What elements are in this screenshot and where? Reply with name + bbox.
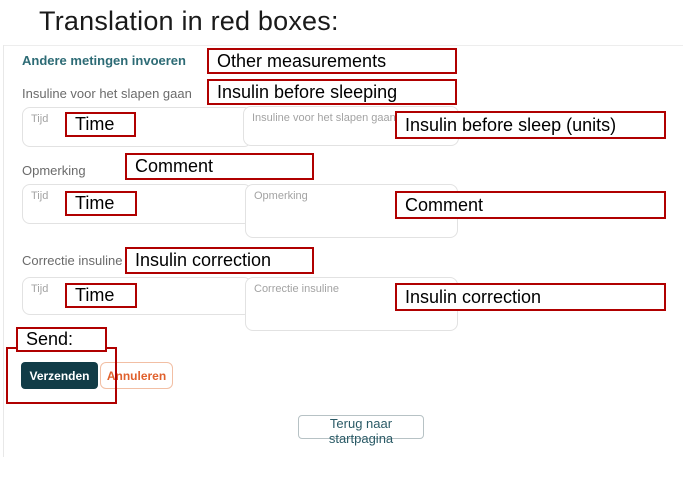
time-input-correction[interactable]: Tijd <box>22 277 252 315</box>
label-comment: Opmerking <box>22 163 86 178</box>
translation-box-insulin-correction-field: Insulin correction <box>395 283 666 311</box>
time-input-sleep-placeholder: Tijd <box>31 113 49 125</box>
cancel-button[interactable]: Annuleren <box>100 362 173 389</box>
translation-box-insulin-correction-label: Insulin correction <box>125 247 314 274</box>
insulin-correction-textarea-placeholder: Correctie insuline <box>254 283 339 295</box>
back-to-startpage-button[interactable]: Terug naar startpagina <box>298 415 424 446</box>
translation-box-time-2: Time <box>65 191 137 216</box>
form-heading: Andere metingen invoeren <box>22 53 186 68</box>
time-input-correction-placeholder: Tijd <box>31 283 49 295</box>
form-panel-left-border <box>3 45 4 457</box>
translation-box-comment-label: Comment <box>125 153 314 180</box>
annotation-rect-send-button <box>6 347 117 404</box>
comment-textarea-placeholder: Opmerking <box>254 190 308 202</box>
time-input-comment[interactable]: Tijd <box>22 184 252 224</box>
time-input-comment-placeholder: Tijd <box>31 190 49 202</box>
translation-box-time-1: Time <box>65 112 136 137</box>
translation-box-insulin-before-sleep-units: Insulin before sleep (units) <box>395 111 666 139</box>
translation-box-time-3: Time <box>65 283 137 308</box>
label-insulin-before-sleep: Insuline voor het slapen gaan <box>22 86 192 101</box>
form-panel-top-border <box>3 45 683 46</box>
label-insulin-correction: Correctie insuline <box>22 253 123 268</box>
slide-title: Translation in red boxes: <box>39 6 339 36</box>
translation-box-insulin-before-sleeping: Insulin before sleeping <box>207 79 457 105</box>
translation-box-send: Send: <box>16 327 107 352</box>
insulin-correction-textarea[interactable]: Correctie insuline <box>245 277 458 331</box>
insulin-before-sleep-input-placeholder: Insuline voor het slapen gaan (eh) <box>252 112 419 124</box>
time-input-sleep[interactable]: Tijd <box>22 107 252 147</box>
translation-box-comment-field: Comment <box>395 191 666 219</box>
submit-button[interactable]: Verzenden <box>21 362 98 389</box>
translation-box-other-measurements: Other measurements <box>207 48 457 74</box>
